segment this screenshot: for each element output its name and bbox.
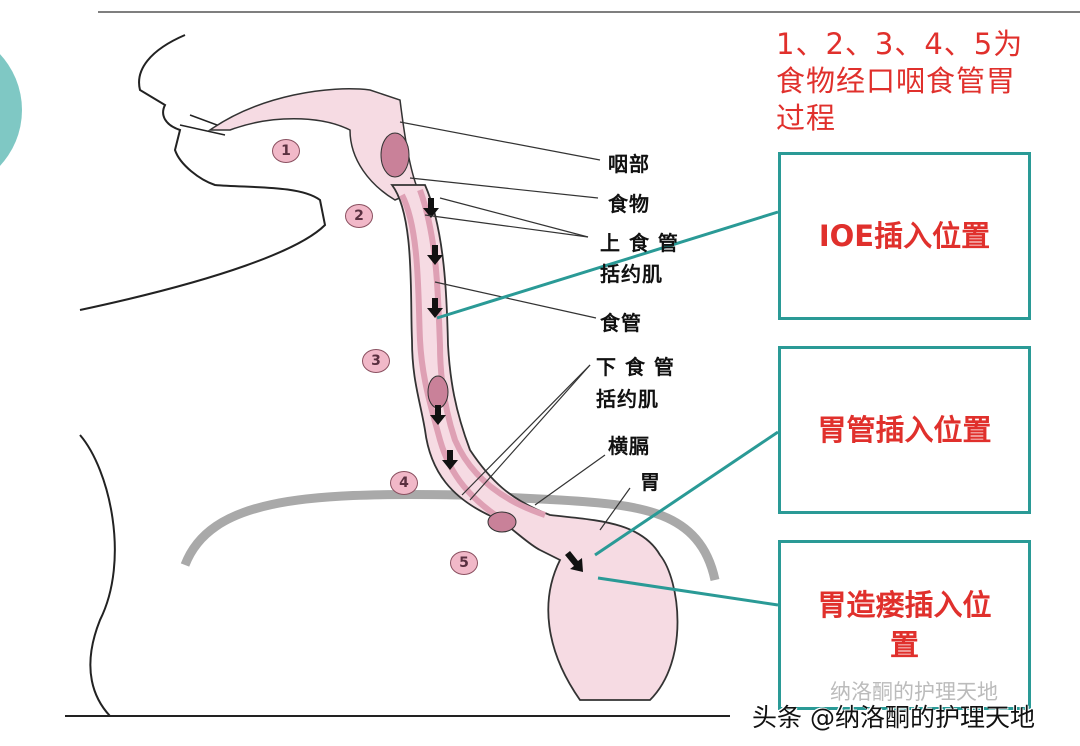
ioe-insertion-box: IOE插入位置 — [778, 152, 1031, 320]
process-title: 1、2、3、4、5为 食物经口咽食管胃 过程 — [776, 26, 1023, 137]
leader-lines — [399, 121, 631, 531]
arrow-icons — [423, 198, 583, 572]
box-label: 置 — [889, 628, 919, 662]
label-les-2: 括约肌 — [596, 387, 659, 411]
down-arrow-icon — [427, 298, 443, 318]
gastrostomy-box: 胃造瘘插入位 置 — [778, 540, 1031, 710]
gastric-tube-box: 胃管插入位置 — [778, 346, 1031, 514]
esophagus-wall-left — [399, 193, 512, 528]
food-bolus — [487, 511, 517, 533]
decorative-circle — [0, 54, 22, 166]
box-label: IOE插入位置 — [818, 219, 991, 253]
step-1-badge: 1 — [272, 139, 300, 163]
down-arrow-icon — [430, 405, 446, 425]
food-bolus — [380, 132, 410, 178]
down-arrow-icon — [442, 450, 458, 470]
head-outline — [79, 34, 327, 311]
watermark-faint: 纳洛酮的护理天地 — [830, 680, 998, 704]
down-arrow-icon — [565, 551, 583, 572]
box-label: 胃管插入位置 — [817, 413, 992, 447]
box-label: 胃造瘘插入位 — [817, 588, 992, 622]
label-food: 食物 — [608, 192, 650, 216]
label-diaphragm: 横膈 — [608, 434, 650, 458]
pointer-lines — [436, 210, 779, 607]
label-pharynx: 咽部 — [608, 152, 650, 176]
label-ues: 上 食 管 — [600, 231, 679, 255]
title-line: 1、2、3、4、5为 — [776, 27, 1024, 61]
step-5-badge: 5 — [450, 551, 478, 575]
label-les: 下 食 管 — [596, 355, 675, 379]
food-bolus — [427, 375, 449, 409]
watermark: 头条 @纳洛酮的护理天地 — [752, 703, 1035, 732]
down-arrow-icon — [423, 198, 439, 218]
torso-outline — [79, 434, 116, 717]
label-esophagus: 食管 — [600, 311, 642, 335]
esophagus-stomach — [390, 184, 679, 701]
step-2-badge: 2 — [345, 204, 373, 228]
down-arrow-icon — [427, 245, 443, 265]
step-3-badge: 3 — [362, 349, 390, 373]
step-4-badge: 4 — [390, 471, 418, 495]
title-line: 过程 — [776, 101, 837, 135]
title-line: 食物经口咽食管胃 — [776, 64, 1017, 98]
label-stomach: 胃 — [640, 470, 661, 494]
label-ues-2: 括约肌 — [600, 262, 663, 286]
